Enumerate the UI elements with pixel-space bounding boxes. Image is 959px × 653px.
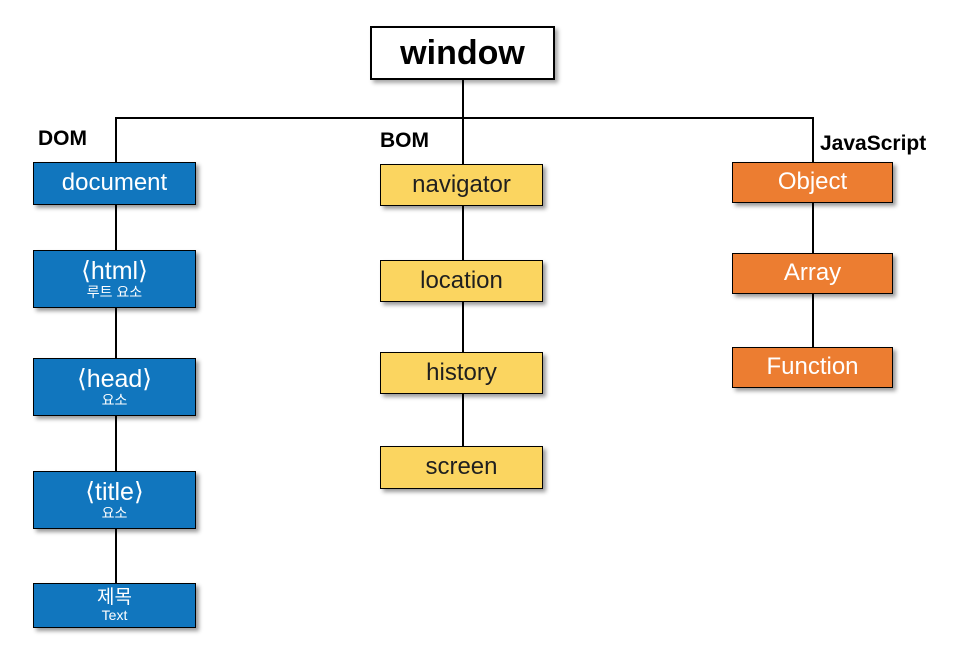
connector-horizontal [115, 117, 813, 119]
node-title-text: 제목 Text [33, 583, 196, 628]
node-history: history [380, 352, 543, 394]
connector-dom [115, 117, 117, 583]
node-object-label: Object [777, 168, 848, 196]
node-navigator-label: navigator [412, 170, 511, 198]
node-html-sublabel: 루트 요소 [86, 284, 143, 301]
node-object: Object [732, 162, 893, 203]
node-location: location [380, 260, 543, 302]
node-function: Function [732, 347, 893, 388]
node-window: window [370, 26, 555, 80]
branch-label-dom: DOM [38, 127, 87, 150]
node-document-label: document [61, 169, 168, 197]
node-html-label: ⟨html⟩ [81, 257, 148, 286]
node-title-text-sublabel: Text [101, 607, 128, 624]
branch-label-javascript: JavaScript [820, 132, 927, 155]
node-title: ⟨title⟩ 요소 [33, 471, 196, 529]
node-window-label: window [400, 33, 525, 72]
node-title-sublabel: 요소 [101, 505, 128, 522]
node-head: ⟨head⟩ 요소 [33, 358, 196, 416]
node-function-label: Function [766, 353, 859, 381]
node-head-label: ⟨head⟩ [76, 365, 153, 394]
node-navigator: navigator [380, 164, 543, 206]
node-history-label: history [426, 358, 497, 386]
node-screen: screen [380, 446, 543, 489]
node-head-sublabel: 요소 [101, 392, 128, 409]
connector-javascript [812, 117, 814, 347]
node-document: document [33, 162, 196, 205]
node-screen-label: screen [425, 453, 498, 481]
node-title-label: ⟨title⟩ [85, 478, 144, 507]
node-array-label: Array [783, 259, 842, 287]
node-location-label: location [420, 266, 503, 294]
node-html: ⟨html⟩ 루트 요소 [33, 250, 196, 308]
node-array: Array [732, 253, 893, 294]
branch-label-bom: BOM [380, 129, 429, 152]
node-title-text-label: 제목 [97, 587, 132, 609]
